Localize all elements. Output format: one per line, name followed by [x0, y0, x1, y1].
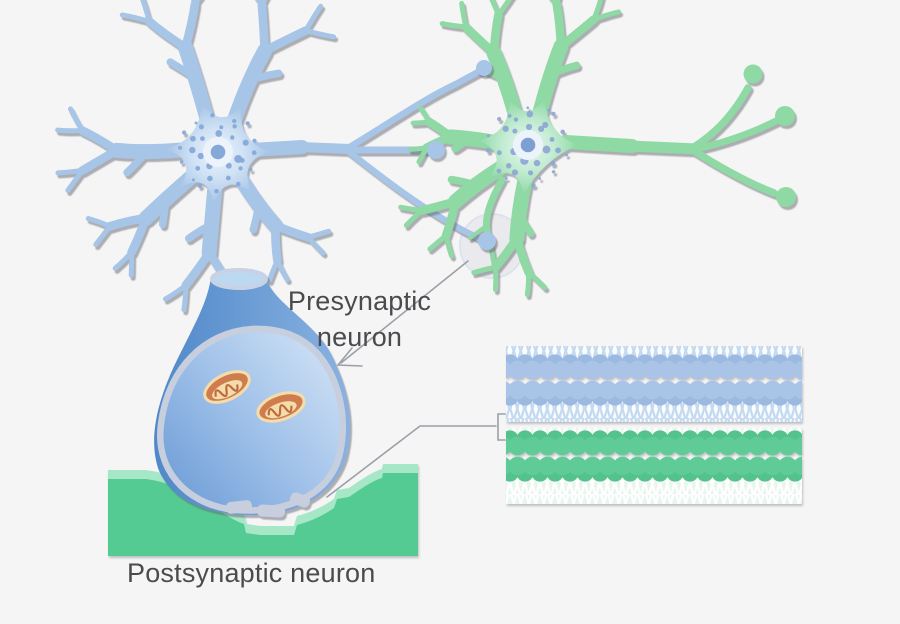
presynaptic-label-line1: Presynaptic — [287, 286, 432, 316]
annotation-lines — [326, 260, 506, 498]
presynaptic-label-line2: neuron — [316, 322, 403, 352]
axon-terminal-boutons — [427, 60, 496, 250]
postsynaptic-neuron-cell — [398, 0, 796, 298]
postsynaptic-membrane-bilayer — [506, 428, 802, 504]
mitochondrion — [203, 370, 251, 404]
postsynaptic-neuron-label: Postsynaptic neuron — [127, 558, 376, 588]
presynaptic-neuron — [55, 0, 487, 315]
presynaptic-neuron-label: Presynaptic neuron — [252, 283, 467, 355]
axon-terminal — [154, 268, 351, 518]
presynaptic-membrane-bilayer — [506, 346, 802, 422]
mitochondrion — [256, 391, 306, 423]
